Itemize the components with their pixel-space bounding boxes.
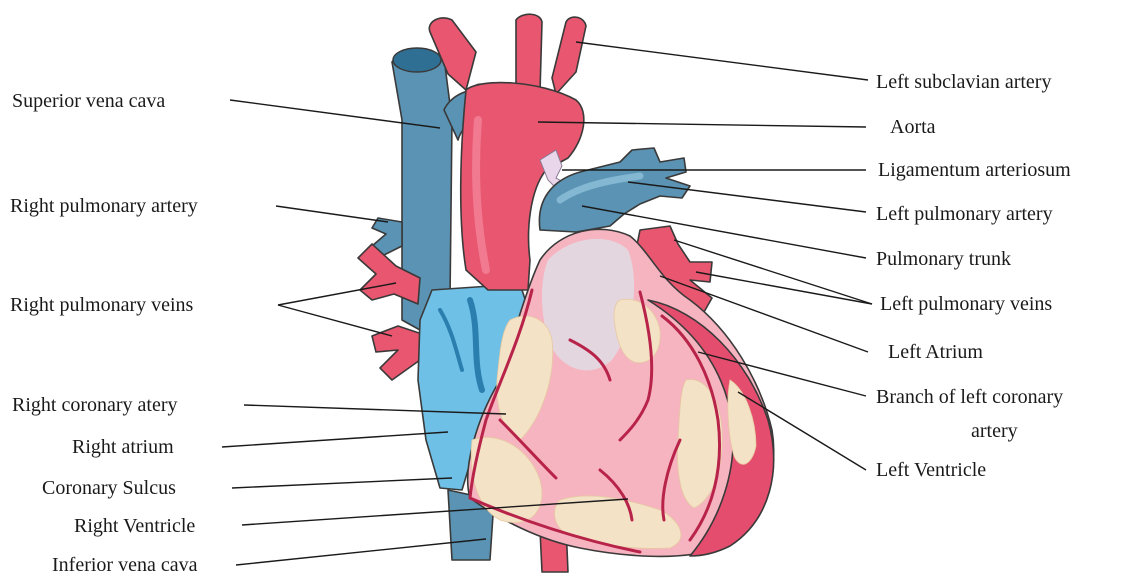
label-right-pulmonary-veins: Right pulmonary veins [10,294,194,316]
leader-inferior-vena-cava [236,539,486,565]
label-left-ventricle: Left Ventricle [876,459,986,481]
label-right-pulmonary-artery: Right pulmonary artery [10,195,198,217]
right-pulmonary-vein-lower [372,326,422,380]
label-left-atrium: Left Atrium [888,341,983,363]
label-aorta: Aorta [890,116,936,138]
label-superior-vena-cava: Superior vena cava [12,90,165,112]
label-left-subclavian-artery: Left subclavian artery [876,71,1051,93]
superior-vena-cava-opening [393,48,441,72]
leader-left-subclavian-artery [576,42,868,80]
leader-right-atrium [222,432,448,447]
leader-aorta [538,122,866,127]
heart-illustration [358,14,774,572]
label-inferior-vena-cava: Inferior vena cava [52,554,198,575]
label-left-pulmonary-veins: Left pulmonary veins [880,293,1052,315]
label-right-coronary-artery: Right coronary atery [12,394,178,416]
label-coronary-sulcus: Coronary Sulcus [42,477,176,499]
left-labels: Superior vena cava Right pulmonary arter… [10,90,198,575]
leader-right-pulmonary-artery [276,206,388,222]
label-right-atrium: Right atrium [72,436,174,458]
label-pulmonary-trunk: Pulmonary trunk [876,248,1011,270]
label-branch-left-coronary-line1: Branch of left coronary [876,386,1063,408]
label-right-ventricle: Right Ventricle [74,515,195,537]
right-labels: Left subclavian artery Aorta Ligamentum … [876,71,1071,481]
leader-right-pulmonary-veins-lower [278,305,392,336]
left-subclavian-branch [552,17,586,94]
label-branch-left-coronary-line2: artery [971,420,1018,442]
label-ligamentum-arteriosum: Ligamentum arteriosum [878,159,1071,181]
label-left-pulmonary-artery: Left pulmonary artery [876,203,1053,225]
leader-coronary-sulcus [232,478,452,488]
